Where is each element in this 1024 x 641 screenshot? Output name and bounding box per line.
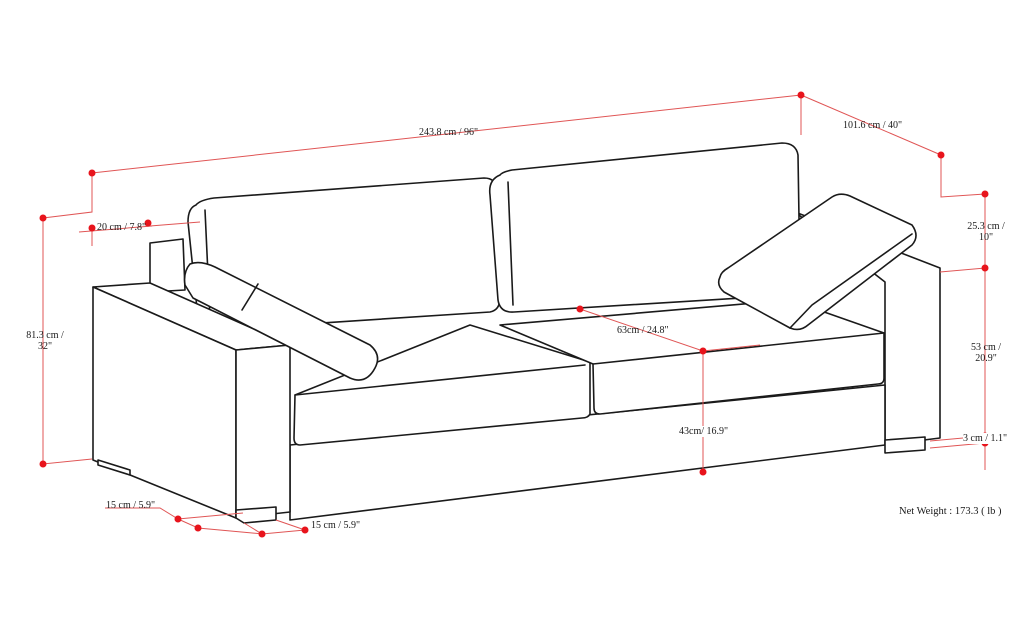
pillow-right xyxy=(717,193,917,331)
leg-front-right xyxy=(884,436,926,454)
net-weight: Net Weight : 173.3 ( lb ) xyxy=(899,506,1002,517)
arm-width-label: 20 cm / 7.8" xyxy=(97,222,147,233)
dimension-lines xyxy=(42,94,986,535)
seat-depth-label: 63cm / 24.8" xyxy=(617,325,669,336)
arm-height-line1: 53 cm / xyxy=(971,342,1001,353)
leg-back-left xyxy=(97,459,131,476)
overall-depth-label: 101.6 cm / 40" xyxy=(843,120,903,131)
left-arm-front xyxy=(235,344,291,519)
overall-height-label: 81.3 cm / 32" xyxy=(20,330,70,352)
seat-height-label: 43cm/ 16.9" xyxy=(679,426,729,437)
leg-width-label: 15 cm / 5.9" xyxy=(311,520,361,531)
pillow-left xyxy=(183,261,379,381)
overall-height-line1: 81.3 cm / xyxy=(26,330,64,341)
back-cushion-height-line2: 10" xyxy=(978,232,994,243)
leg-height-label: 3 cm / 1.1" xyxy=(963,433,1008,444)
back-cushion-height-label: 25.3 cm / 10" xyxy=(961,221,1011,243)
sofa-drawing xyxy=(92,142,941,524)
seat-cushion-left xyxy=(293,324,591,446)
overall-height-line2: 32" xyxy=(37,341,53,352)
left-arm-back xyxy=(149,238,186,293)
leg-front-left xyxy=(235,506,277,524)
overall-width-label: 243.8 cm / 96" xyxy=(419,127,479,138)
back-cushion-height-line1: 25.3 cm / xyxy=(967,221,1005,232)
arm-height-label: 53 cm / 20.9" xyxy=(961,342,1011,364)
leg-depth-label: 15 cm / 5.9" xyxy=(106,500,156,511)
arm-height-line2: 20.9" xyxy=(975,353,997,364)
seat-cushion-right xyxy=(499,299,885,415)
